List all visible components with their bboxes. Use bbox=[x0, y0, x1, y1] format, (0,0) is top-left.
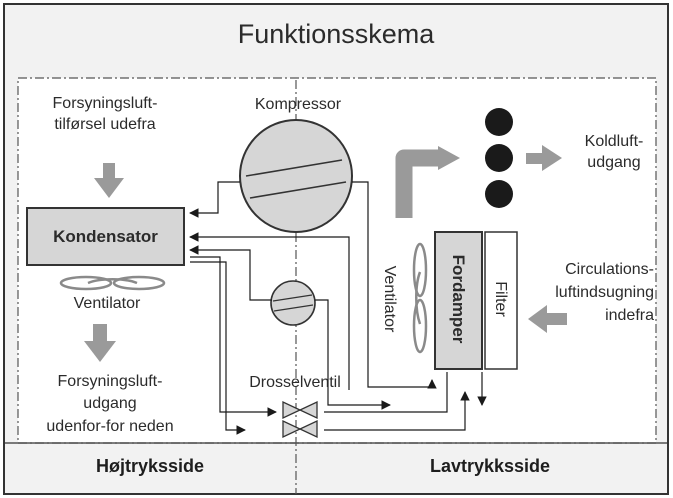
compressor-icon bbox=[239, 119, 353, 233]
condenser-box bbox=[26, 207, 185, 266]
circulation-in-arrow-icon bbox=[528, 305, 567, 333]
cold-air-out-label-line1: Koldluft- bbox=[584, 133, 644, 150]
right-fan-icon bbox=[412, 242, 428, 354]
cold-air-out-label-line2: udgang bbox=[587, 154, 641, 171]
compressor-label: Kompressor bbox=[254, 96, 342, 113]
ventilator-left-label: Ventilator bbox=[73, 295, 141, 312]
evaporator-box bbox=[434, 231, 483, 370]
condenser-label: Kondensator bbox=[53, 227, 158, 246]
circulation-in-label-line2: luftindsugning bbox=[555, 284, 654, 301]
filter-label: Filter bbox=[492, 281, 509, 317]
supply-out-label-line1: Forsyningsluft- bbox=[57, 373, 163, 390]
diagram-title: Funktionsskema bbox=[237, 19, 435, 49]
supply-in-label-line1: Forsyningsluft- bbox=[52, 95, 158, 112]
refrigerant-piping bbox=[189, 181, 487, 435]
supply-in-arrow-icon bbox=[94, 163, 124, 198]
evaporator-label: Fordamper bbox=[449, 254, 468, 344]
ventilator-right-label: Ventilator bbox=[381, 265, 398, 333]
high-pressure-side-label: Højtryksside bbox=[95, 456, 205, 476]
filter-box bbox=[484, 231, 518, 370]
expansion-valve-icon bbox=[282, 400, 318, 439]
low-pressure-side-label: Lavtrykksside bbox=[429, 456, 551, 476]
supply-in-label-line2: tilførsel udefra bbox=[54, 116, 156, 133]
expansion-circle-icon bbox=[270, 280, 316, 326]
throttle-valve-label: Drosselventil bbox=[249, 374, 341, 391]
cold-air-out-arrow-icon bbox=[526, 145, 562, 171]
cold-air-dots bbox=[485, 108, 513, 208]
supply-out-label-line2: udgang bbox=[83, 395, 137, 412]
supply-out-arrow-icon bbox=[84, 324, 116, 362]
air-arrow-icon bbox=[395, 146, 460, 218]
fan-icon bbox=[59, 275, 166, 291]
circulation-in-label-line1: Circulations- bbox=[565, 261, 654, 278]
supply-out-label-line3: udenfor-for neden bbox=[46, 418, 174, 435]
circulation-in-label-line3: indefra bbox=[605, 307, 654, 324]
